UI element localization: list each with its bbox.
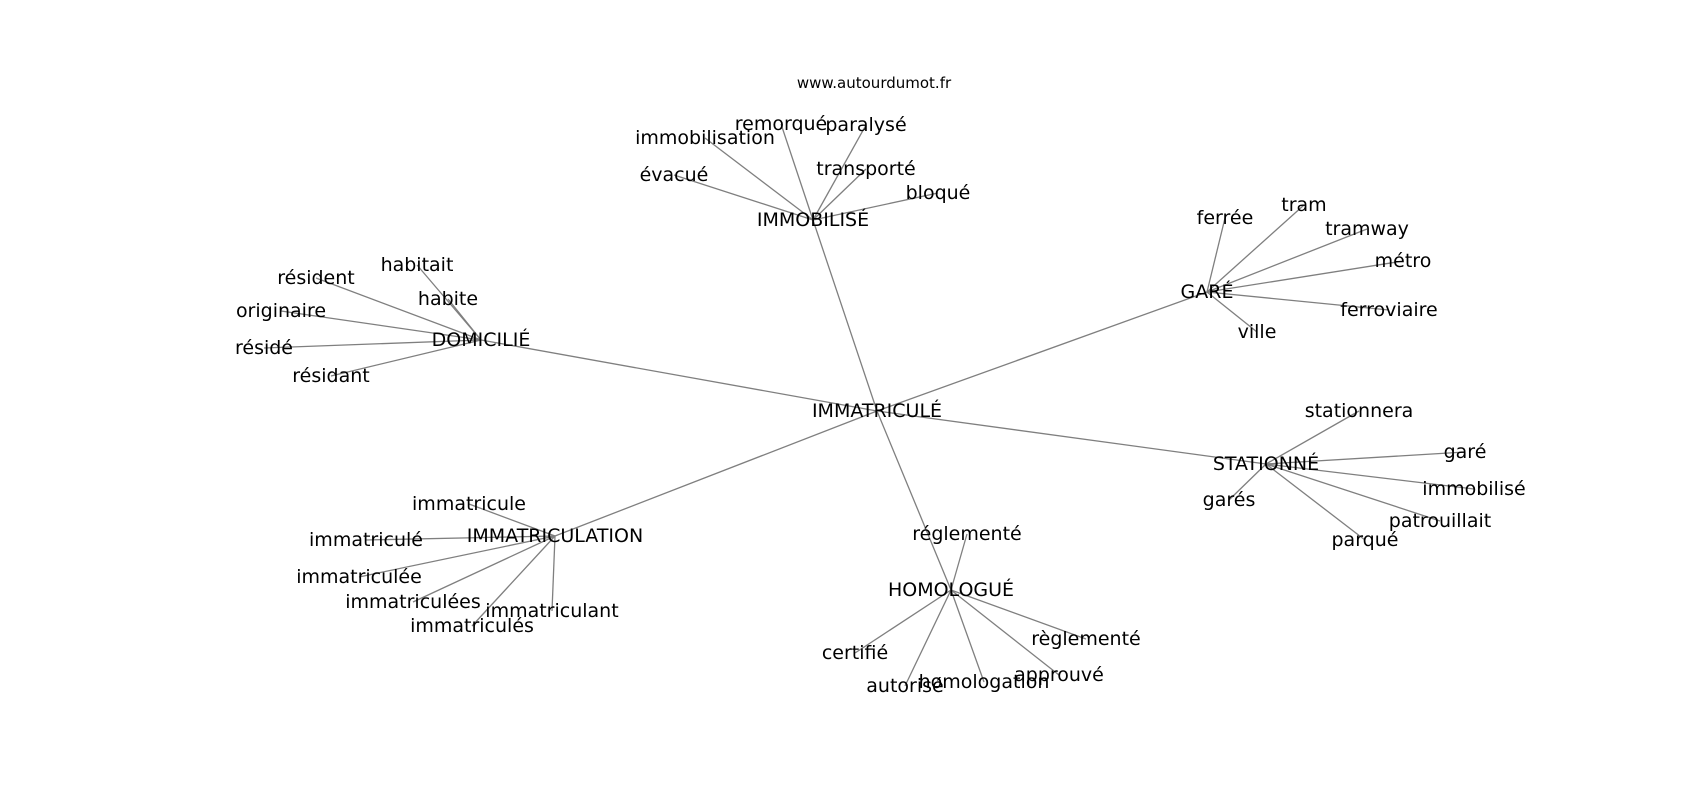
edge-stationne-leaf <box>1265 463 1366 541</box>
leaf-node: tram <box>1281 194 1326 216</box>
edge-center-immobilise <box>812 219 878 412</box>
hub-node-immobilise: IMMOBILISÉ <box>757 208 869 231</box>
leaf-node: patrouillait <box>1389 510 1491 532</box>
leaf-node: originaire <box>236 300 326 322</box>
edge-immobilise-leaf <box>673 174 814 221</box>
hub-node-homologue: HOMOLOGUÉ <box>888 578 1014 601</box>
hub-node-immatriculation: IMMATRICULATION <box>467 525 643 547</box>
leaf-node: homologation <box>919 671 1050 693</box>
leaf-node: paralysé <box>825 114 906 136</box>
edge-gare-leaf <box>1206 204 1305 293</box>
leaf-node: immatriculé <box>309 529 423 551</box>
leaf-node: transporté <box>816 158 915 180</box>
leaf-node: immatriculées <box>345 591 481 613</box>
edge-gare-leaf <box>1206 217 1226 293</box>
edge-immobilise-leaf <box>812 168 867 221</box>
leaf-node: approuvé <box>1014 664 1104 686</box>
edge-domicilie-leaf <box>263 339 482 349</box>
leaf-node: métro <box>1375 250 1432 272</box>
leaf-node: stationnera <box>1305 400 1414 422</box>
edge-homologue-leaf <box>904 589 952 687</box>
hub-node-stationne: STATIONNÉ <box>1213 452 1319 475</box>
edge-immobilise-leaf <box>812 192 939 221</box>
edge-gare-leaf <box>1206 228 1368 293</box>
leaf-node: habitait <box>381 254 454 276</box>
edge-immobilise-leaf <box>704 137 814 221</box>
edge-center-immatriculation <box>554 410 878 537</box>
edge-stationne-leaf <box>1265 463 1441 522</box>
leaf-node: garés <box>1203 489 1256 511</box>
edge-gare-leaf <box>1206 260 1404 293</box>
edge-homologue-leaf <box>950 589 1060 676</box>
leaf-node: évacué <box>640 164 709 186</box>
leaf-node: immatricule <box>412 493 526 515</box>
leaf-node: certifié <box>822 642 888 664</box>
leaf-node: autorisé <box>866 675 943 697</box>
leaf-node: immatriculant <box>485 600 618 622</box>
edge-immatriculation-leaf <box>468 503 556 537</box>
edge-immatriculation-leaf <box>358 535 556 578</box>
leaf-node: bloqué <box>906 182 971 204</box>
leaf-node: tramway <box>1325 218 1409 240</box>
center-node: IMMATRICULÉ <box>812 399 942 422</box>
edge-gare-leaf <box>1206 291 1258 333</box>
edge-center-gare <box>876 291 1208 412</box>
leaf-node: parqué <box>1332 529 1399 551</box>
edge-stationne-leaf <box>1265 410 1360 465</box>
leaf-node: ferroviaire <box>1340 299 1437 321</box>
source-credit: www.autourdumot.fr <box>797 74 952 92</box>
edge-homologue-leaf <box>950 533 968 591</box>
edge-center-domicilie <box>480 339 878 412</box>
leaf-node: ville <box>1238 321 1277 343</box>
leaf-node: garé <box>1444 441 1487 463</box>
leaf-node: résidant <box>292 365 369 387</box>
hub-node-domicilie: DOMICILIÉ <box>432 328 531 351</box>
leaf-node: immobilisé <box>1422 478 1525 500</box>
edge-domicilie-leaf <box>280 310 482 341</box>
edge-stationne-leaf <box>1265 463 1475 490</box>
leaf-node: immatriculée <box>296 566 422 588</box>
leaf-node: ferrée <box>1197 207 1254 229</box>
edge-domicilie-leaf <box>447 298 482 341</box>
hub-node-gare: GARÉ <box>1181 280 1234 303</box>
edge-stationne-leaf <box>1265 451 1466 465</box>
edge-homologue-leaf <box>950 589 1087 640</box>
edge-immatriculation-leaf <box>471 535 556 627</box>
edge-stationne-leaf <box>1228 463 1267 501</box>
leaf-node: immatriculés <box>410 615 534 637</box>
edge-immatriculation-leaf <box>412 535 556 603</box>
edge-homologue-leaf <box>854 589 952 654</box>
edge-center-homologue <box>876 410 952 591</box>
edge-immobilise-leaf <box>812 124 867 221</box>
edge-immatriculation-leaf <box>551 535 556 612</box>
edge-center-stationne <box>876 410 1267 465</box>
leaf-node: règlementé <box>1031 628 1141 650</box>
leaf-node: résidé <box>235 337 293 359</box>
leaf-node: résident <box>277 267 355 289</box>
leaf-node: habite <box>418 288 478 310</box>
leaf-node: réglementé <box>912 523 1022 545</box>
edge-homologue-leaf <box>950 589 985 683</box>
leaf-node: remorqué <box>735 113 828 135</box>
edge-immatriculation-leaf <box>365 535 556 541</box>
edge-domicilie-leaf <box>330 339 482 377</box>
edge-gare-leaf <box>1206 291 1390 311</box>
edge-immobilise-leaf <box>780 123 814 221</box>
leaf-node: immobilisation <box>635 127 775 149</box>
edge-domicilie-leaf <box>315 277 482 341</box>
graph-edges <box>263 123 1475 687</box>
